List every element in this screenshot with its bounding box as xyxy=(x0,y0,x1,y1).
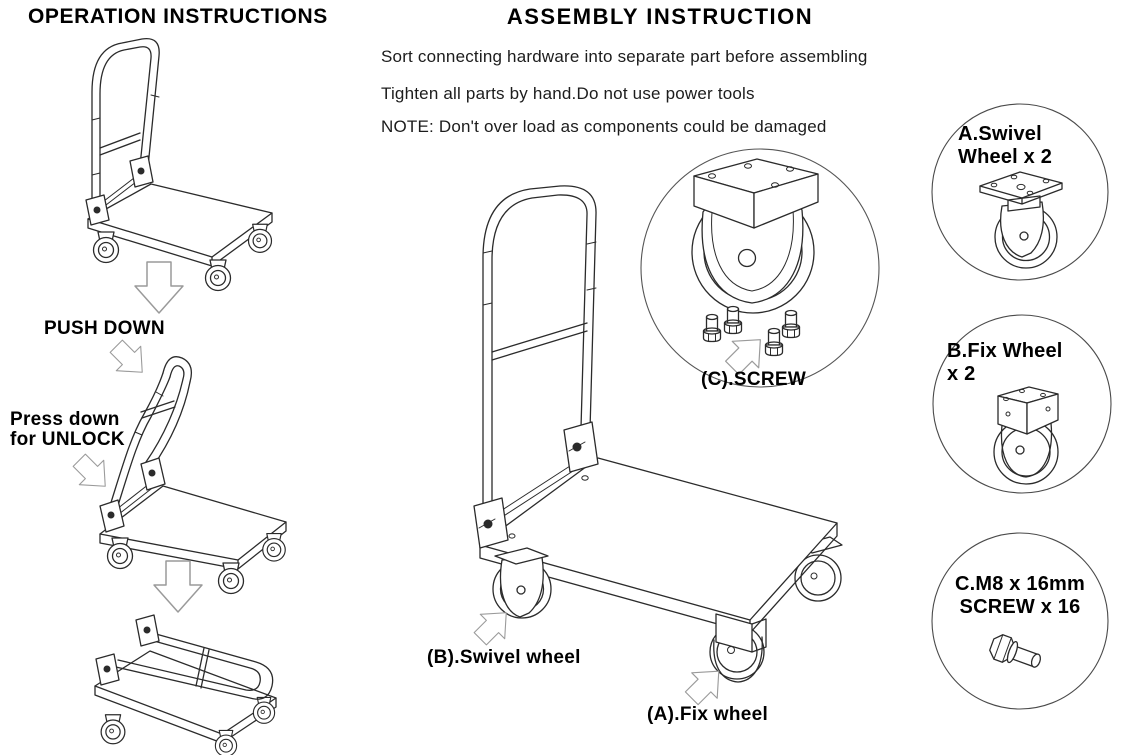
part-a-label-line2: Wheel x 2 xyxy=(958,146,1053,168)
assembly-cart-illustration xyxy=(473,185,843,683)
fold-direction-arrow-icon xyxy=(103,333,155,385)
fix-wheel-callout-label: (A).Fix wheel xyxy=(647,704,769,725)
instruction-line: Tighten all parts by hand.Do not use pow… xyxy=(381,84,755,103)
part-c-circle xyxy=(931,532,1109,710)
bolt-icon xyxy=(989,634,1042,668)
instruction-line: Sort connecting hardware into separate p… xyxy=(381,47,868,66)
fix-wheel xyxy=(709,613,767,683)
cart-upright-illustration xyxy=(85,37,273,292)
part-b-label-line2: x 2 xyxy=(947,363,976,385)
parts-legend xyxy=(931,103,1112,710)
fix-wheel-icon xyxy=(993,386,1059,485)
cart-folding-illustration xyxy=(99,356,287,595)
instruction-line: NOTE: Don't over load as components coul… xyxy=(381,117,827,136)
part-b-label: B.Fix Wheel x 2 xyxy=(947,340,1063,386)
swivel-wheel-icon xyxy=(979,171,1063,269)
unlock-label-line1: Press down xyxy=(10,409,120,430)
swivel-wheel xyxy=(492,547,552,619)
part-b-label-line1: B.Fix Wheel xyxy=(947,340,1063,362)
unlock-label-line2: for UNLOCK xyxy=(10,428,125,450)
push-down-arrow-icon xyxy=(134,261,184,314)
screw-callout-label: (C).SCREW xyxy=(701,369,807,390)
part-c-label-line2: SCREW x 16 xyxy=(959,596,1081,618)
part-a-label-line1: A.Swivel xyxy=(958,123,1042,145)
part-c-label: C.M8 x 16mm SCREW x 16 xyxy=(930,573,1110,619)
part-c-label-line1: C.M8 x 16mm xyxy=(954,573,1086,595)
unlock-direction-arrow-icon xyxy=(66,447,118,499)
swivel-wheel-callout-label: (B).Swivel wheel xyxy=(427,647,581,668)
cart-folded-illustration xyxy=(94,614,277,755)
fold-down-arrow-icon xyxy=(153,560,203,613)
part-a-label: A.Swivel Wheel x 2 xyxy=(958,123,1052,169)
operation-instructions-title: OPERATION INSTRUCTIONS xyxy=(28,5,328,28)
unlock-label: Press down for UNLOCK xyxy=(10,410,125,449)
push-down-label: PUSH DOWN xyxy=(44,318,165,339)
screw-detail-callout xyxy=(640,148,880,388)
assembly-instruction-title: ASSEMBLY INSTRUCTION xyxy=(506,4,814,29)
